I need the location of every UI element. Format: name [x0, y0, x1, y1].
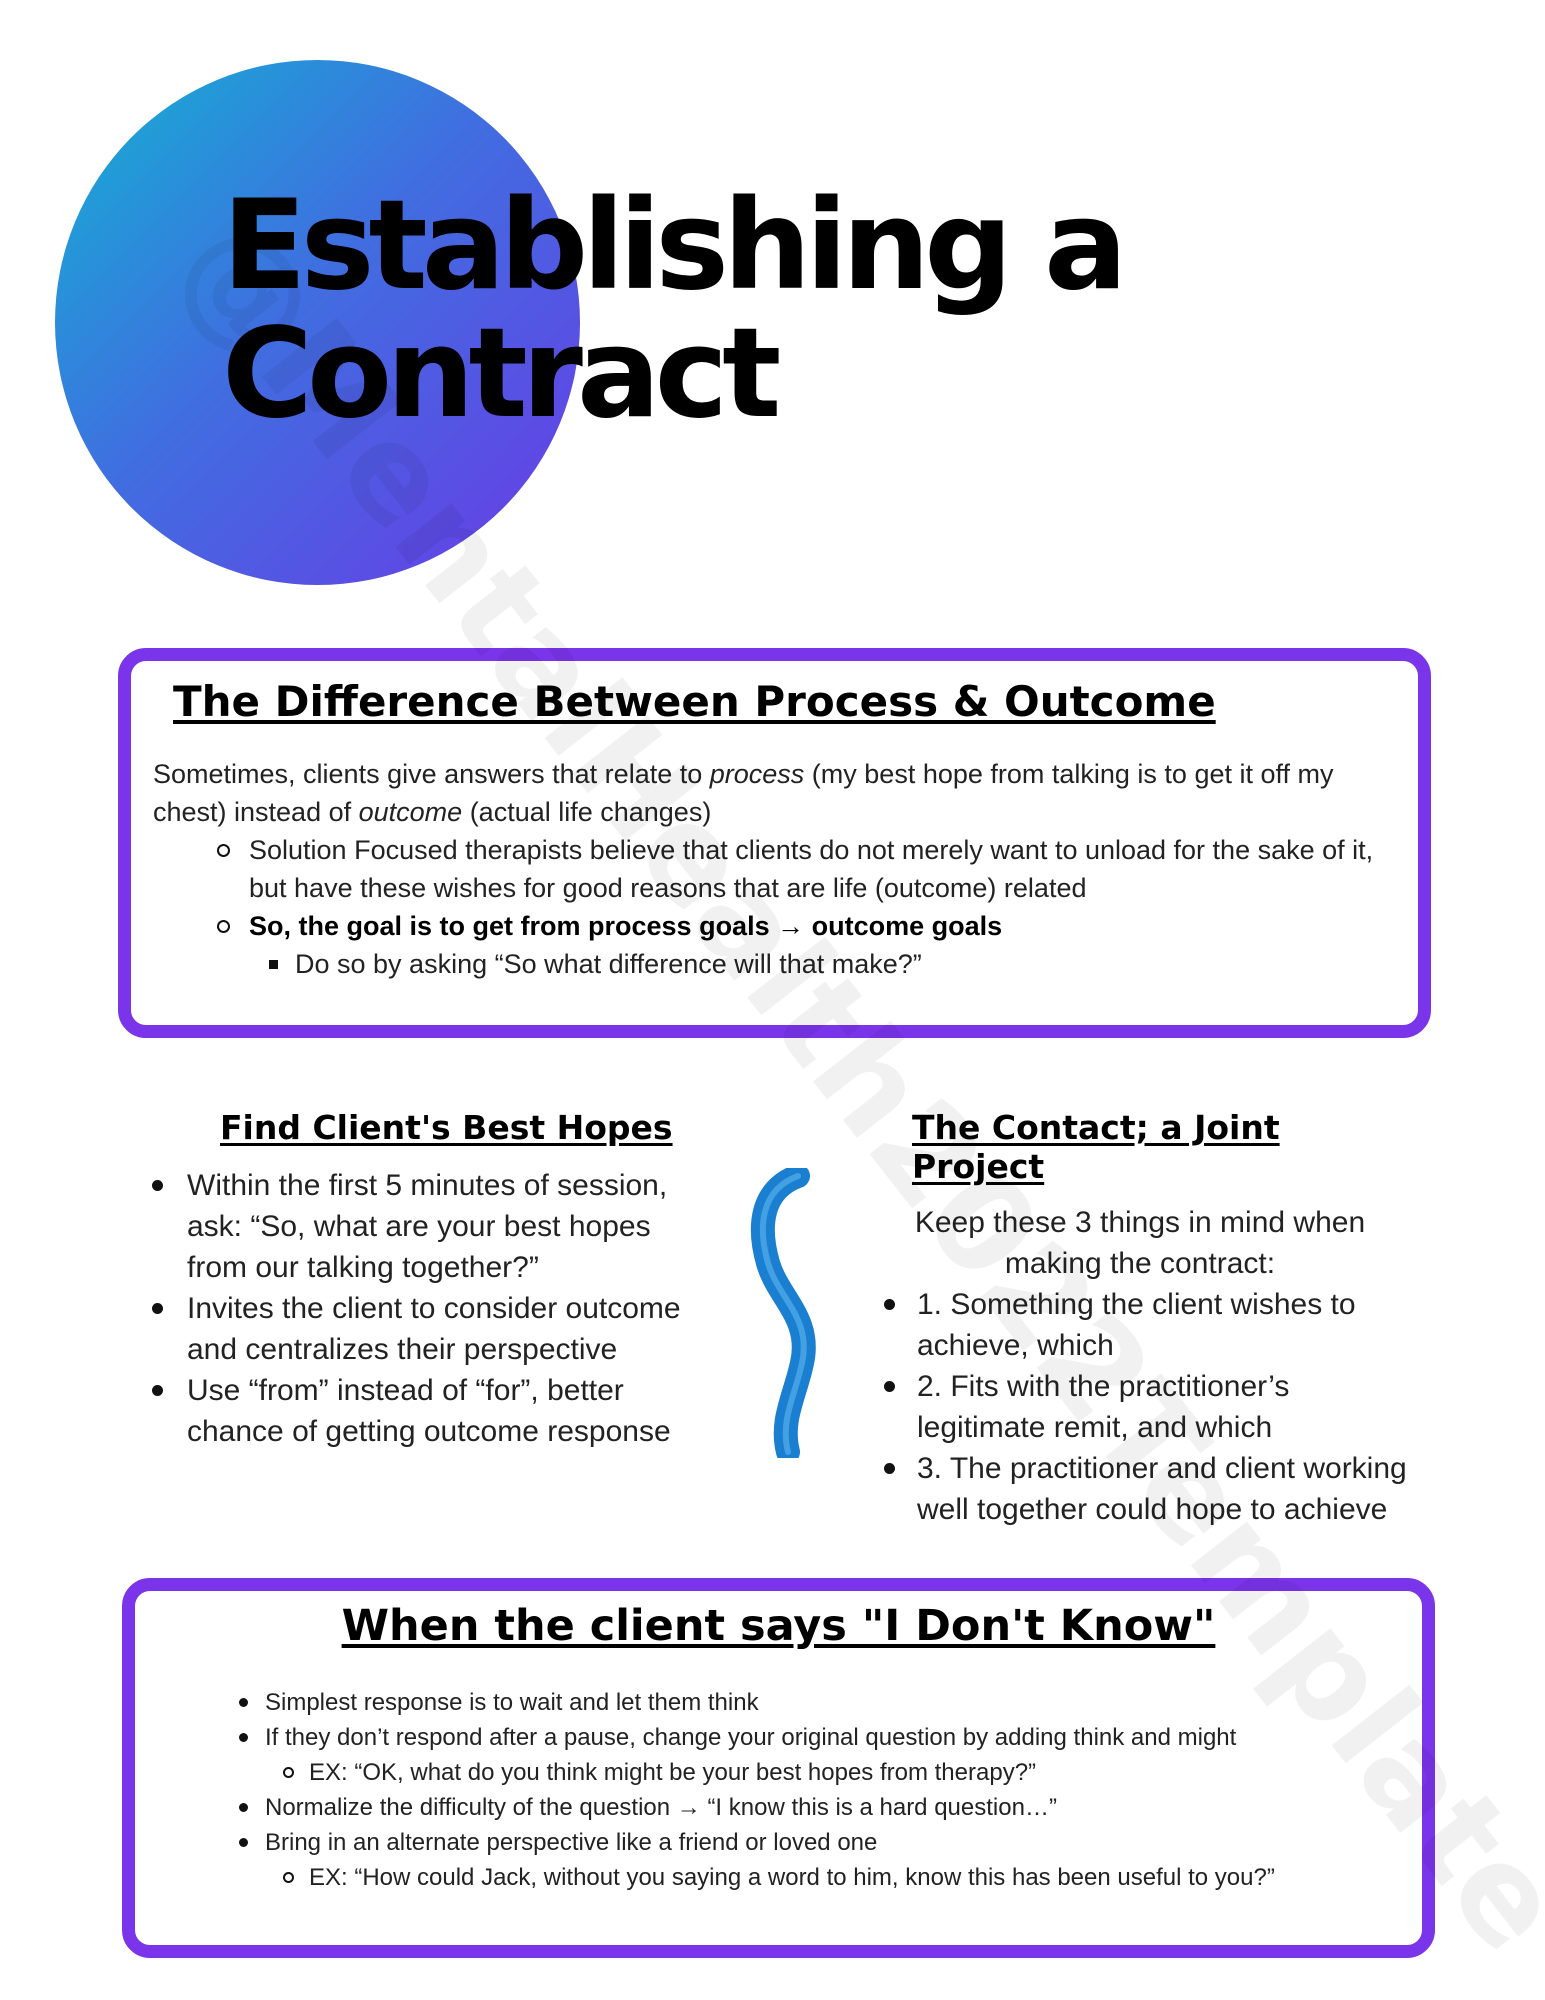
intro-outcome-term: outcome: [358, 797, 463, 827]
process-outcome-body: Sometimes, clients give answers that rel…: [153, 755, 1393, 983]
list-item: 1. Something the client wishes to achiev…: [880, 1284, 1420, 1366]
list-item: Invites the client to consider outcome a…: [142, 1288, 702, 1370]
title-line-2: Contract: [222, 302, 781, 446]
sub-list-item: EX: “How could Jack, without you saying …: [235, 1860, 1395, 1895]
best-hopes-heading: Find Client's Best Hopes: [220, 1108, 673, 1147]
dont-know-list: Simplest response is to wait and let the…: [235, 1685, 1395, 1895]
process-outcome-intro: Sometimes, clients give answers that rel…: [153, 755, 1393, 831]
joint-project-heading: The Contact; a Joint Project: [912, 1108, 1280, 1186]
list-item: Bring in an alternate perspective like a…: [235, 1825, 1395, 1860]
list-item: 3. The practitioner and client working w…: [880, 1448, 1420, 1530]
joint-project-section: The Contact; a Joint Project Keep these …: [880, 1108, 1420, 1530]
list-item: Solution Focused therapists believe that…: [153, 831, 1393, 907]
joint-project-list: 1. Something the client wishes to achiev…: [880, 1284, 1420, 1530]
list-item: Within the first 5 minutes of session, a…: [142, 1165, 702, 1288]
process-outcome-heading: The Difference Between Process & Outcome: [173, 677, 1216, 726]
best-hopes-section: Find Client's Best Hopes Within the firs…: [142, 1108, 702, 1452]
list-item: Normalize the difficulty of the question…: [235, 1790, 1395, 1825]
dont-know-box: When the client says "I Don't Know" Simp…: [122, 1578, 1435, 1958]
brush-stroke-divider: [750, 1168, 816, 1458]
list-item-goal: So, the goal is to get from process goal…: [153, 907, 1393, 945]
sub-list-item: Do so by asking “So what difference will…: [153, 945, 1393, 983]
intro-process-term: process: [709, 759, 805, 789]
list-item: Simplest response is to wait and let the…: [235, 1685, 1395, 1720]
list-item: If they don’t respond after a pause, cha…: [235, 1720, 1395, 1755]
process-outcome-list: Solution Focused therapists believe that…: [153, 831, 1393, 983]
title-line-1: Establishing a: [222, 174, 1128, 318]
list-item: Use “from” instead of “for”, better chan…: [142, 1370, 702, 1452]
intro-text-3: (actual life changes): [462, 797, 712, 827]
best-hopes-list: Within the first 5 minutes of session, a…: [142, 1165, 702, 1452]
page-title: Establishing a Contract: [222, 174, 1128, 446]
process-outcome-box: The Difference Between Process & Outcome…: [118, 648, 1431, 1038]
sub-list-item: EX: “OK, what do you think might be your…: [235, 1755, 1395, 1790]
gradient-circle: [55, 60, 580, 585]
intro-text-1: Sometimes, clients give answers that rel…: [153, 759, 710, 789]
joint-project-intro: Keep these 3 things in mind when making …: [914, 1206, 1366, 1280]
dont-know-heading: When the client says "I Don't Know": [341, 1601, 1216, 1651]
intro-text-2: (my best hope from talking is to get it …: [153, 759, 1334, 827]
list-item: 2. Fits with the practitioner’s legitima…: [880, 1366, 1420, 1448]
dont-know-list-wrapper: Simplest response is to wait and let the…: [235, 1685, 1395, 1895]
